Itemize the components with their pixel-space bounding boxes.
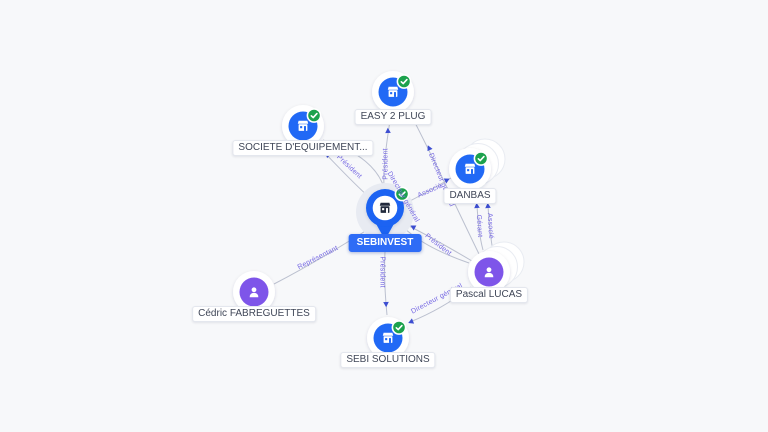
node-societe[interactable] — [282, 105, 324, 147]
edge-arrow-icon — [443, 178, 450, 184]
edge-pascal-danbas — [476, 205, 484, 251]
node-sebi[interactable] — [367, 317, 409, 359]
verified-badge-icon — [391, 320, 407, 335]
company-icon — [387, 86, 399, 97]
node-label-cedric[interactable]: Cédric FABREGUETTES — [192, 306, 316, 322]
edge-arrow-icon — [485, 202, 491, 209]
edge-arrow-icon — [410, 225, 417, 231]
verified-badge-icon — [306, 108, 322, 123]
node-label-easy2plug[interactable]: EASY 2 PLUG — [354, 109, 432, 125]
verified-badge-icon — [473, 151, 489, 166]
node-label-societe[interactable]: SOCIETE D'EQUIPEMENT... — [232, 140, 374, 156]
company-icon — [382, 332, 394, 343]
person-icon — [249, 287, 259, 298]
edge-arrow-icon — [383, 301, 389, 308]
edge-pascal-danbas — [487, 205, 494, 252]
edge-arrow-icon — [474, 202, 480, 209]
node-danbas[interactable] — [449, 138, 506, 190]
node-pascal[interactable] — [468, 241, 525, 293]
edge-arrow-icon — [427, 145, 433, 152]
edge-arrow-icon — [408, 318, 415, 324]
person-icon — [484, 267, 494, 278]
node-cedric[interactable] — [233, 271, 275, 313]
edge-pascal-easy2plug — [408, 110, 480, 255]
company-icon — [464, 163, 476, 174]
node-sebinvest[interactable] — [356, 183, 414, 241]
pin-icon — [366, 189, 404, 240]
edge-sebinvest-sebi — [384, 251, 388, 316]
node-label-sebinvest[interactable]: SEBINVEST — [348, 234, 422, 252]
node-label-sebi[interactable]: SEBI SOLUTIONS — [340, 352, 436, 368]
company-icon — [297, 120, 309, 131]
node-easy2plug[interactable] — [372, 71, 414, 113]
verified-badge-icon — [394, 186, 410, 202]
edge-sebinvest-easy2plug — [383, 113, 392, 190]
company-icon — [379, 202, 391, 213]
edge-arrow-icon — [385, 127, 391, 134]
node-label-danbas[interactable]: DANBAS — [443, 188, 497, 204]
node-label-pascal[interactable]: Pascal LUCAS — [449, 287, 529, 303]
verified-badge-icon — [396, 74, 412, 89]
